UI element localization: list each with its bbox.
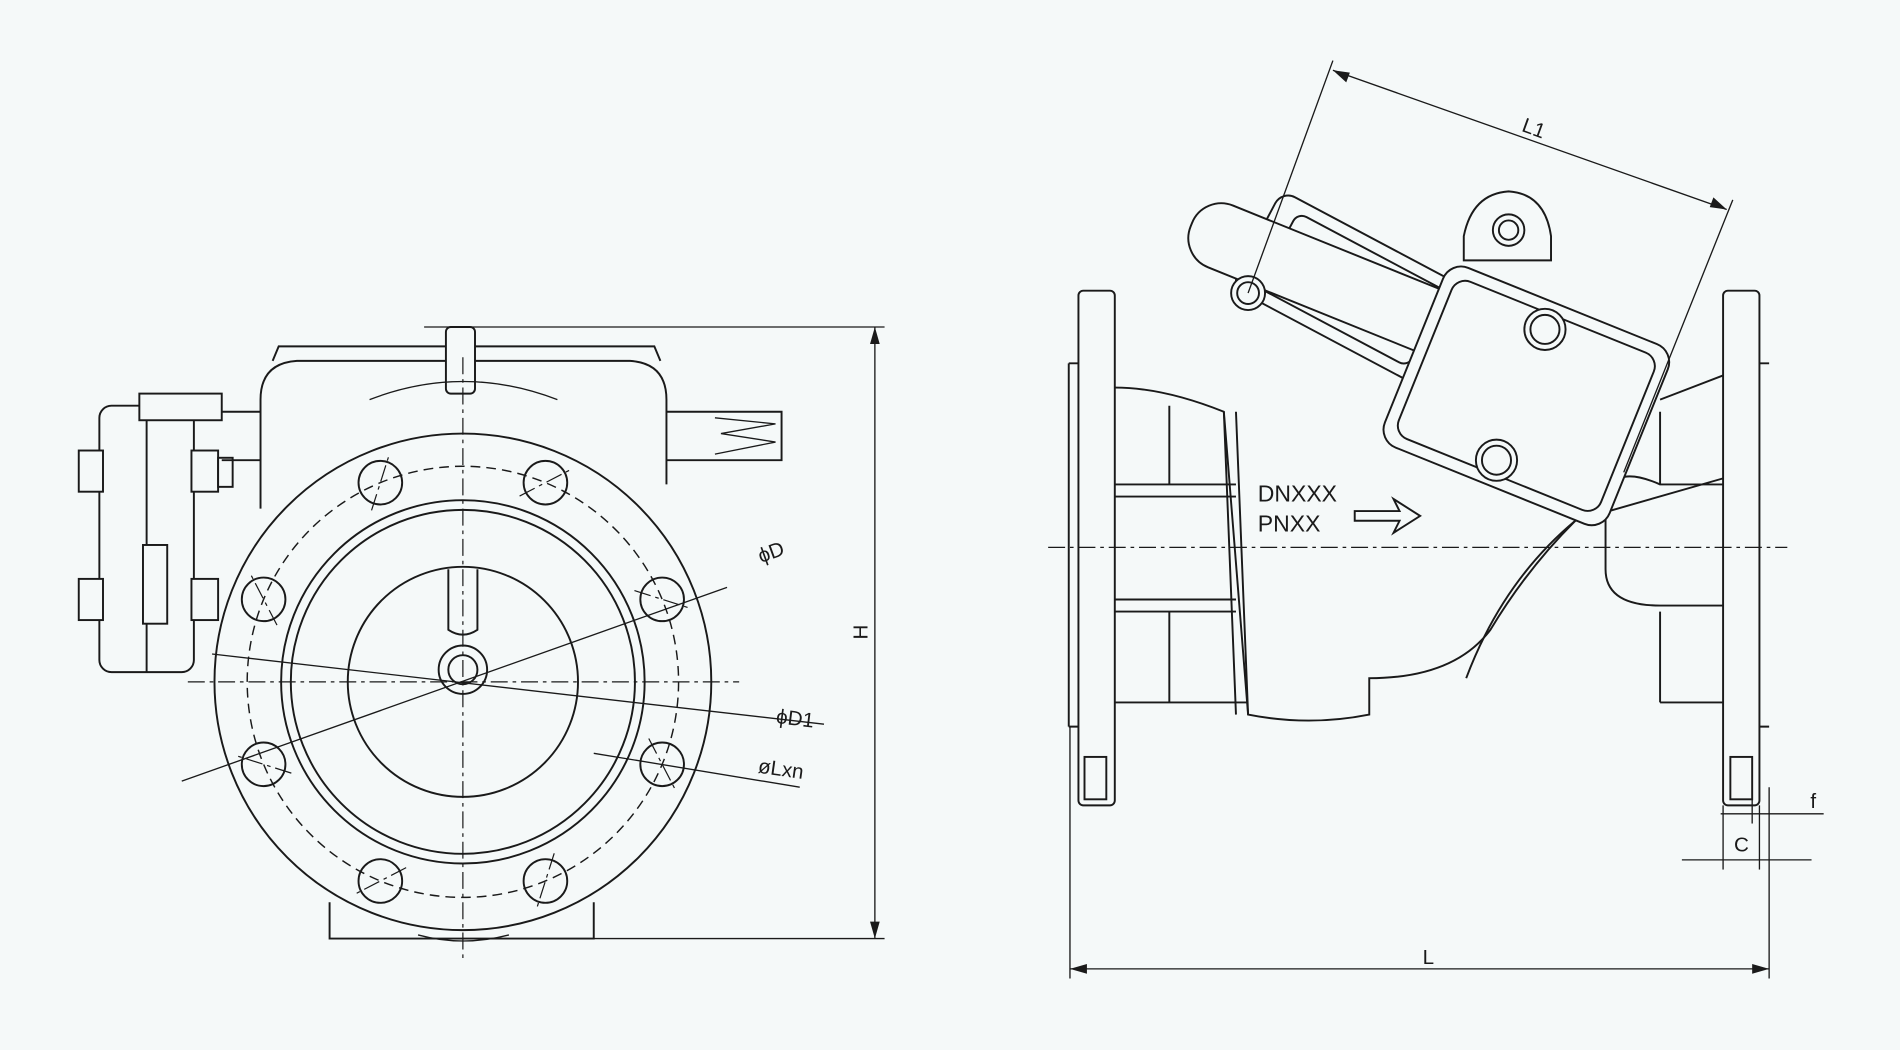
bolt-centerline [648, 738, 677, 791]
dim-H-label: H [850, 625, 873, 640]
bolt-hole [357, 858, 404, 904]
bolt-hole [357, 459, 404, 506]
dim-f-label: f [1810, 790, 1816, 813]
bolt-centerline [370, 454, 390, 511]
bolt-centerline [249, 573, 278, 626]
counterweight [1382, 265, 1671, 527]
bolt-hole [240, 576, 287, 623]
bolt-holes [235, 454, 691, 909]
bolt-centerline [235, 754, 292, 774]
marking-dn: DNXXX [1258, 480, 1337, 506]
bolt-hole [522, 459, 569, 506]
side-view: DNXXX PNXX L1 L f C [1048, 60, 1824, 979]
dim-D1-label: ϕD1 [775, 705, 815, 732]
bolt-hole [639, 741, 685, 788]
bolt-centerline [519, 468, 572, 497]
dim-L-label: L [1423, 946, 1434, 969]
valve-body-outline [259, 359, 668, 940]
bolt-centerline [354, 867, 407, 895]
marking-pn: PNXX [1258, 511, 1321, 537]
dim-Lxn-label: øLxn [757, 755, 806, 784]
front-view: ϕD ϕD1 øLxn H [77, 326, 885, 963]
dim-D-label: ϕD [755, 537, 788, 568]
bolt-hole [240, 741, 287, 788]
flow-arrow-icon [1353, 496, 1422, 536]
bolt-centerline [536, 853, 555, 909]
bolt-hole [522, 858, 569, 904]
bolt-hole [639, 576, 685, 623]
bolt-centerline [634, 589, 691, 609]
valve-body [1114, 374, 1724, 722]
dim-L1-label: L1 [1519, 114, 1548, 143]
dim-C-label: C [1734, 833, 1749, 856]
